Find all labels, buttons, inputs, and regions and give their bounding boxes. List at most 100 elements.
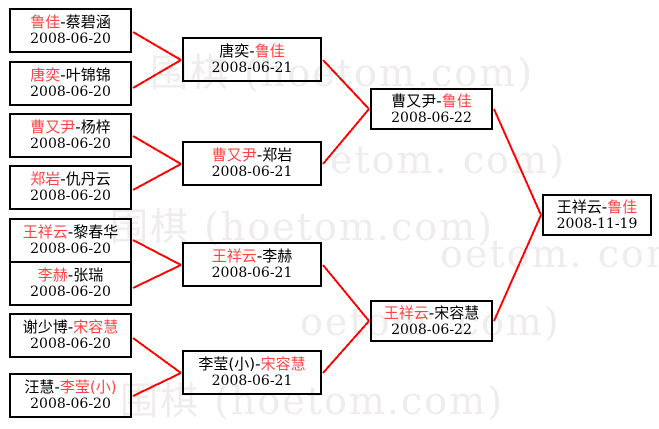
match-loser: 杨梓 [80,118,111,136]
match-winner: 鲁佳 [607,197,638,216]
match-winner: 鲁佳 [30,13,61,31]
match-box-r1m8[interactable]: 汪慧-李莹(小)2008-06-20 [9,373,132,418]
match-date: 2008-06-21 [211,373,293,389]
match-separator: - [67,318,74,336]
connector-line [132,163,182,191]
watermark-text: oetom. com) [440,232,659,276]
match-date: 2008-06-22 [391,321,472,338]
match-winner: 曹又尹 [211,146,257,164]
match-loser: 汪慧 [24,378,55,396]
match-players: 李莹(小)-宋容慧 [198,356,305,373]
match-winner: 李莹(小) [59,378,117,396]
match-players: 唐奕-鲁佳 [219,43,284,60]
match-date: 2008-06-21 [211,265,293,281]
match-date: 2008-06-20 [30,241,111,257]
match-date: 2008-06-20 [30,284,111,300]
match-winner: 王祥云 [383,303,429,322]
match-loser: 王祥云 [556,197,602,216]
match-loser: 李赫 [262,247,293,265]
match-winner: 王祥云 [211,247,257,265]
match-loser: 郑岩 [262,146,293,164]
match-separator: - [428,303,435,322]
match-loser: 唐奕 [219,42,250,60]
match-date: 2008-06-20 [30,188,111,204]
match-date: 2008-06-20 [30,136,111,152]
match-separator: - [75,118,81,136]
match-separator: - [60,170,66,188]
match-loser: 谢少博 [22,318,68,336]
match-players: 郑岩-仇丹云 [30,171,110,188]
connector-line [132,31,182,61]
connector-line [322,59,370,110]
match-players: 王祥云-黎春华 [23,224,118,241]
match-players: 王祥云-鲁佳 [556,197,638,216]
connector-line [322,320,370,374]
match-players: 曹又尹-郑岩 [212,147,292,164]
match-separator: - [67,266,74,284]
match-winner: 郑岩 [30,170,61,188]
connector-line [132,264,182,289]
match-players: 汪慧-李莹(小) [24,379,116,396]
connector-line [132,337,182,374]
match-date: 2008-06-21 [211,60,293,76]
match-loser: 叶锦锦 [65,66,111,84]
connector-line [493,214,542,322]
connector-line [132,135,182,165]
match-loser: 仇丹云 [65,170,111,188]
match-players: 唐奕-叶锦锦 [30,67,110,84]
match-winner: 鲁佳 [254,42,285,60]
match-loser: 曹又尹 [391,91,437,110]
match-winner: 宋容慧 [260,355,306,373]
match-winner: 宋容慧 [73,318,119,336]
connector-line [322,108,370,165]
match-players: 王祥云-李赫 [212,248,292,265]
match-players: 王祥云-宋容慧 [383,303,480,322]
match-players: 鲁佳-蔡碧涵 [30,14,110,31]
match-separator: - [249,42,255,60]
match-loser: 李莹(小) [198,355,256,373]
match-date: 2008-06-20 [30,396,111,412]
match-separator: - [255,355,261,373]
match-winner: 王祥云 [22,223,68,241]
match-separator: - [601,197,608,216]
connector-line [132,239,182,266]
match-separator: - [256,146,263,164]
match-date: 2008-06-20 [30,31,111,47]
match-separator: - [67,223,74,241]
match-separator: - [60,13,66,31]
match-loser: 张瑞 [73,266,104,284]
watermark-text: etom. com) [330,138,566,182]
match-separator: - [54,378,60,396]
match-winner: 曹又尹 [30,118,76,136]
match-date: 2008-06-22 [391,109,472,126]
connector-line [493,108,542,216]
connector-line [322,264,370,322]
match-separator: - [256,247,263,265]
match-winner: 李赫 [37,266,68,284]
match-date: 2008-11-19 [556,215,638,232]
match-players: 曹又尹-杨梓 [30,119,110,136]
match-players: 谢少博-宋容慧 [23,319,118,336]
match-date: 2008-06-20 [30,336,111,352]
match-winner: 唐奕 [30,66,61,84]
match-loser: 宋容慧 [434,303,480,322]
connector-line [132,59,182,89]
match-loser: 黎春华 [73,223,119,241]
match-loser: 蔡碧涵 [65,13,111,31]
match-winner: 鲁佳 [441,91,472,110]
